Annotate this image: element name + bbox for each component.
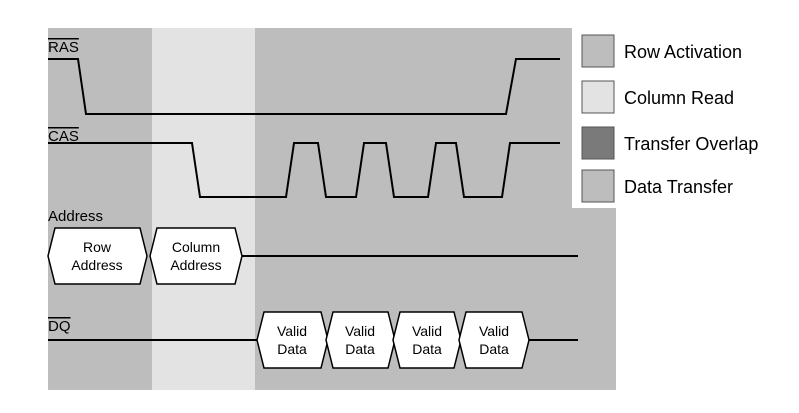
- legend-swatch-data-transfer: [581, 169, 615, 203]
- dq-cell-2-line1: Valid: [345, 323, 375, 339]
- phase-column-read: [152, 28, 255, 390]
- legend-label-column-read: Column Read: [624, 88, 734, 108]
- address-cell-row-line1: Row: [83, 239, 112, 255]
- legend-label-row-activation: Row Activation: [624, 42, 742, 62]
- dq-cell-2-line2: Data: [345, 341, 375, 357]
- dq-bus-cell-2: [325, 311, 396, 369]
- ras-waveform: [48, 58, 560, 115]
- dq-cell-1-line1: Valid: [277, 323, 307, 339]
- signal-label-dq: DQ: [48, 318, 71, 335]
- address-cell-column-line2: Address: [170, 257, 221, 273]
- signal-label-cas: CAS: [48, 128, 79, 145]
- dq-cell-4-line2: Data: [479, 341, 509, 357]
- dq-bus-cell-3: [392, 311, 462, 369]
- legend-swatch-transfer-overlap: [581, 126, 615, 160]
- dq-cell-4-line1: Valid: [479, 323, 509, 339]
- dq-bus-cell-1: [256, 311, 329, 369]
- dq-cell-3-line1: Valid: [412, 323, 442, 339]
- signal-label-ras: RAS: [48, 39, 79, 56]
- dq-cell-3-line2: Data: [412, 341, 442, 357]
- dq-bus-cell-4: [458, 311, 530, 369]
- signal-label-address: Address: [48, 208, 103, 225]
- legend-label-transfer-overlap: Transfer Overlap: [624, 134, 758, 154]
- address-bus-cell-column: [149, 227, 243, 285]
- address-bus-cell-row: [47, 227, 148, 285]
- legend-label-data-transfer: Data Transfer: [624, 177, 733, 197]
- legend-swatch-column-read: [581, 80, 615, 114]
- address-cell-row-line2: Address: [71, 257, 122, 273]
- address-cell-column-line1: Column: [172, 239, 220, 255]
- cas-waveform: [48, 142, 560, 198]
- phase-row-activation: [48, 28, 152, 390]
- legend-swatch-row-activation: [581, 34, 615, 68]
- dq-cell-1-line2: Data: [277, 341, 307, 357]
